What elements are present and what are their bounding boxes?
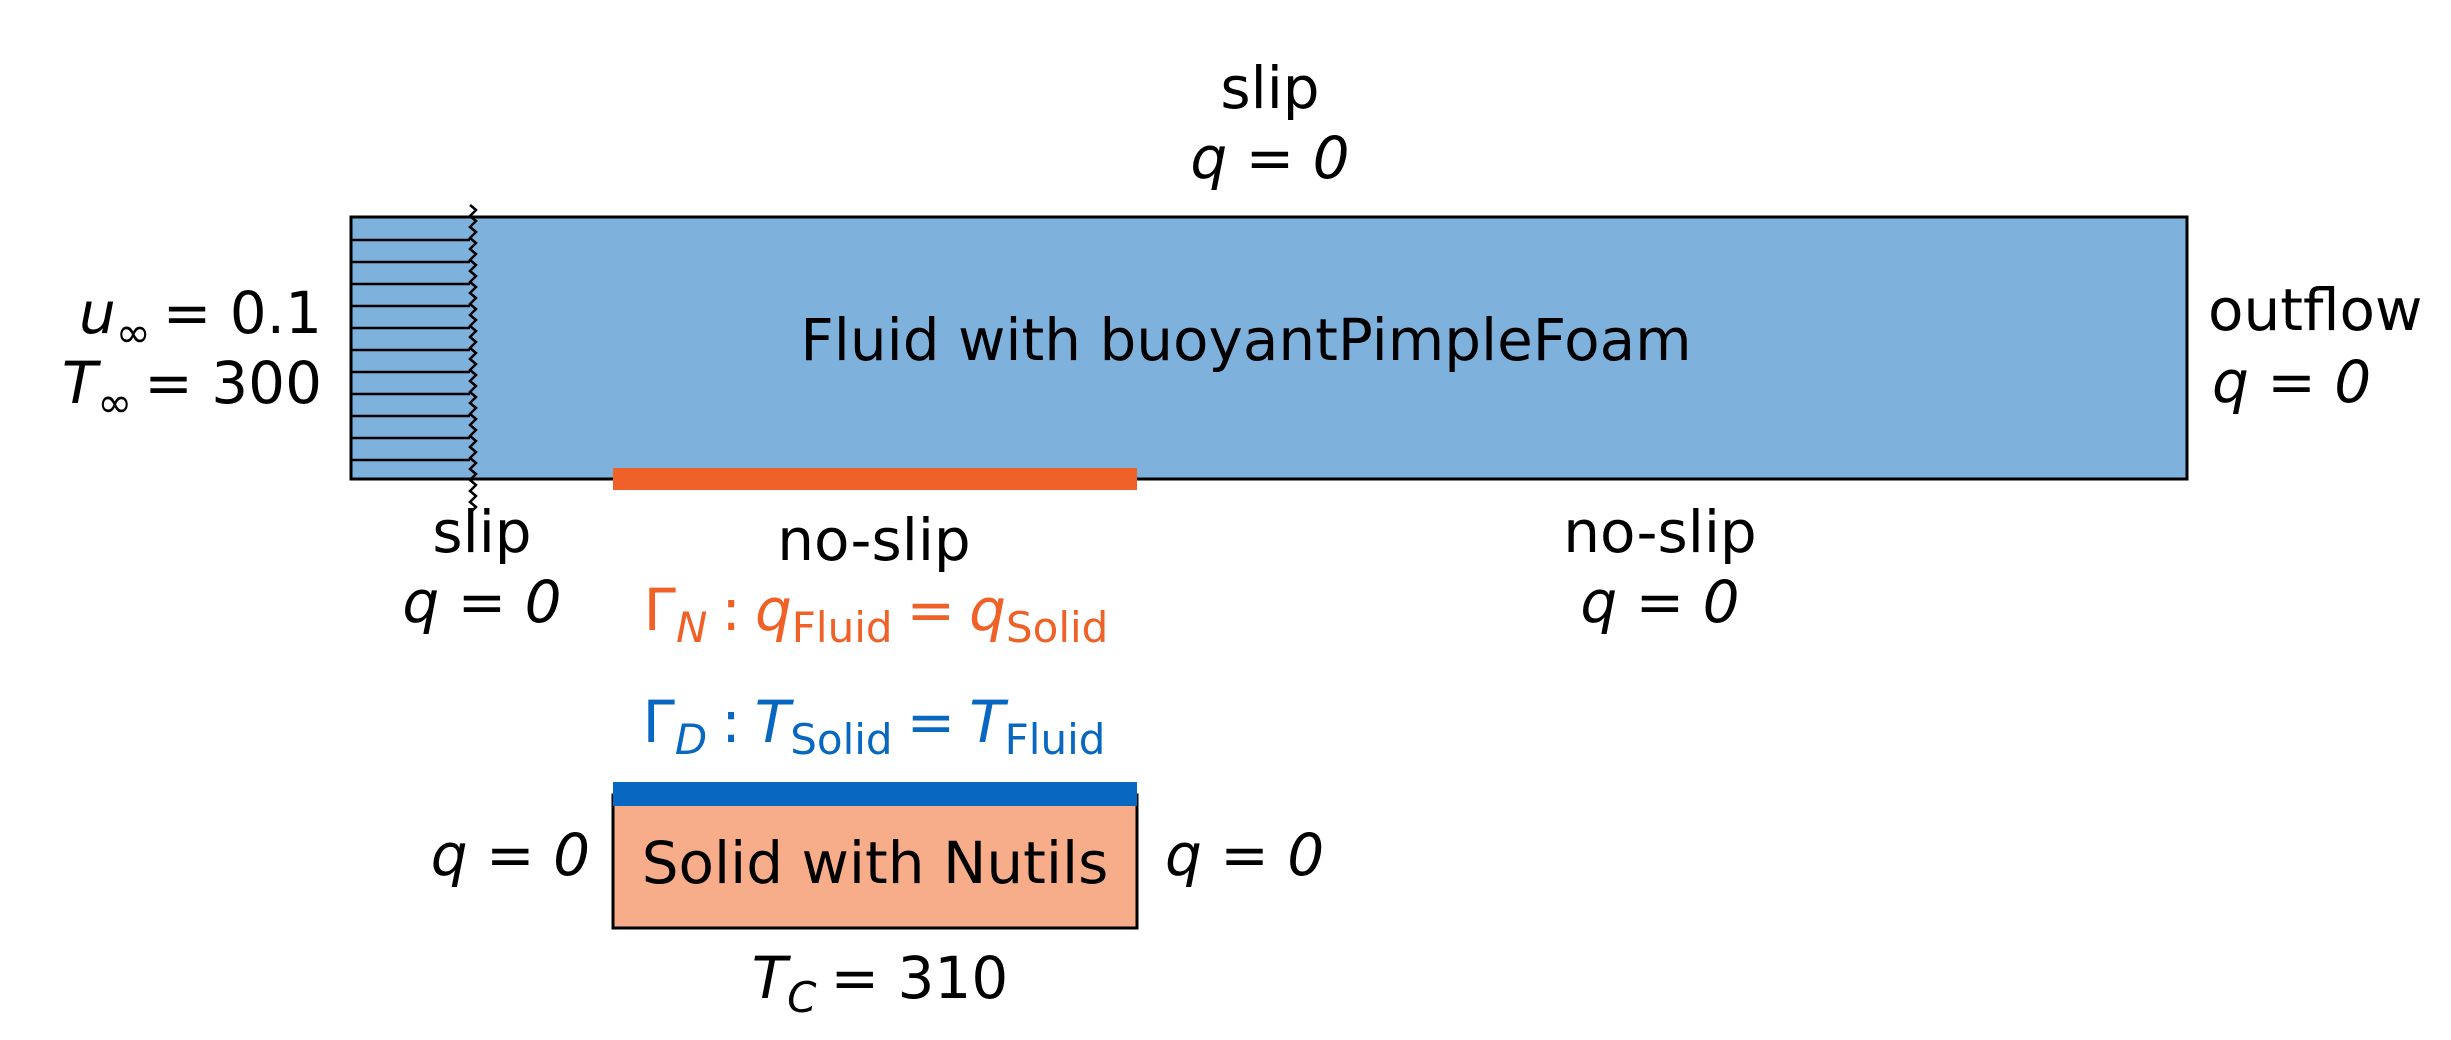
neumann-coupling-condition: ΓN:qFluid=qSolid (644, 576, 1109, 652)
inlet-profile-wavy-line (468, 204, 478, 514)
bottom-right-heat-bc: q = 0 (1580, 568, 1739, 636)
outlet-heat-bc: q = 0 (2212, 348, 2371, 416)
outlet-velocity-bc: outflow (2208, 276, 2422, 344)
solid-left-heat-bc: q = 0 (431, 821, 590, 889)
solid-bottom-temperature-bc: TC= 310 (752, 944, 1009, 1022)
bottom-left-heat-bc: q = 0 (402, 568, 561, 636)
fluid-domain (349, 215, 2189, 481)
neumann-interface-bar (613, 468, 1137, 490)
dirichlet-interface-bar (613, 782, 1137, 806)
top-velocity-bc: slip (1220, 54, 1319, 122)
bottom-right-velocity-bc: no-slip (1563, 498, 1757, 566)
interface-velocity-bc: no-slip (777, 506, 971, 574)
solid-label: Solid with Nutils (642, 829, 1109, 897)
dirichlet-coupling-condition: ΓD:TSolid=TFluid (643, 688, 1106, 764)
bottom-left-velocity-bc: slip (432, 498, 531, 566)
inlet-temperature-label: T∞= 300 (62, 349, 322, 427)
inlet-velocity-label: u∞= 0.1 (79, 279, 322, 357)
inlet-velocity-profile (351, 204, 478, 514)
fluid-label: Fluid with buoyantPimpleFoam (800, 306, 1691, 374)
top-heat-bc: q = 0 (1190, 124, 1349, 192)
solid-right-heat-bc: q = 0 (1165, 821, 1324, 889)
